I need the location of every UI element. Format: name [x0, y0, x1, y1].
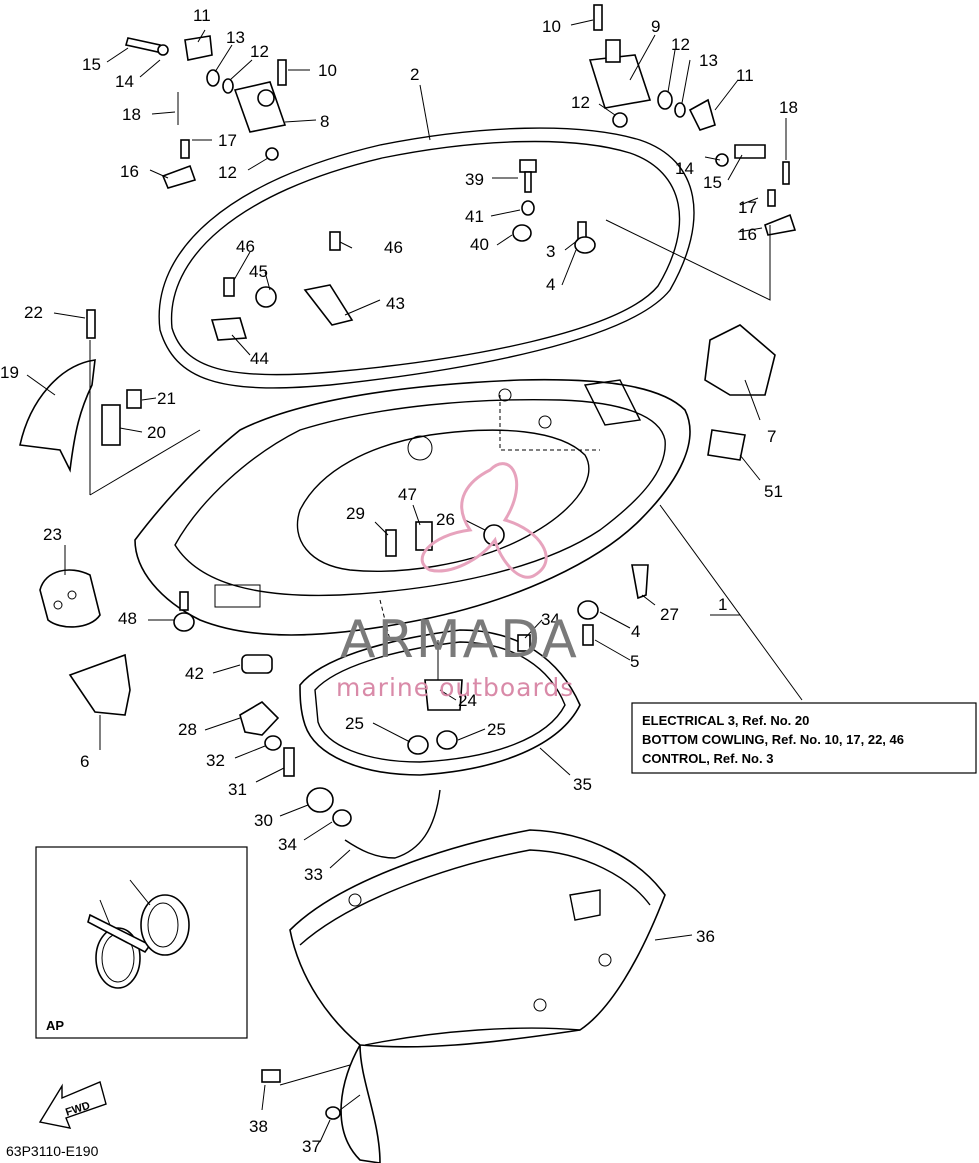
- callout-42: 42: [185, 664, 204, 683]
- callout-18: 18: [122, 105, 141, 124]
- callout-12: 12: [250, 42, 269, 61]
- reference-box: ELECTRICAL 3, Ref. No. 20 BOTTOM COWLING…: [631, 702, 977, 774]
- callout-10: 10: [542, 17, 561, 36]
- callout-4: 4: [631, 622, 640, 641]
- drawing-code: 63P3110-E190: [6, 1143, 99, 1159]
- ap-inset: AP: [35, 846, 248, 1039]
- callout-35: 35: [573, 775, 592, 794]
- callout-34: 34: [541, 610, 560, 629]
- cowling-seal: [158, 127, 695, 389]
- small-parts: [19, 4, 797, 1120]
- watermark-brand: ARMADA: [340, 610, 579, 670]
- callout-47: 47: [398, 485, 417, 504]
- reference-line-1: ELECTRICAL 3, Ref. No. 20: [642, 713, 809, 728]
- callout-15: 15: [82, 55, 101, 74]
- callout-7: 7: [767, 427, 776, 446]
- callout-21: 21: [157, 389, 176, 408]
- callout-12: 12: [671, 35, 690, 54]
- callout-43: 43: [386, 294, 405, 313]
- callout-45: 45: [249, 262, 268, 281]
- callout-24: 24: [458, 691, 477, 710]
- callout-6: 6: [80, 752, 89, 771]
- callout-38: 38: [249, 1117, 268, 1136]
- callout-32: 32: [206, 751, 225, 770]
- callout-23: 23: [43, 525, 62, 544]
- callout-16: 16: [120, 162, 139, 181]
- callout-46: 46: [384, 238, 403, 257]
- callout-10: 10: [318, 61, 337, 80]
- callout-4: 4: [546, 275, 555, 294]
- callout-33: 33: [304, 865, 323, 884]
- callout-17: 17: [738, 198, 757, 217]
- fwd-arrow-icon: FWD: [38, 1081, 107, 1129]
- callout-11: 11: [736, 66, 754, 85]
- callout-37: 37: [302, 1137, 321, 1156]
- reference-line-2: BOTTOM COWLING, Ref. No. 10, 17, 22, 46: [642, 732, 904, 747]
- callout-25: 25: [487, 720, 506, 739]
- callout-17: 17: [218, 131, 237, 150]
- callout-12: 12: [218, 163, 237, 182]
- callout-36: 36: [696, 927, 715, 946]
- callout-13: 13: [699, 51, 718, 70]
- bottom-cowling: [134, 378, 691, 641]
- callout-14: 14: [675, 159, 694, 178]
- callout-34: 34: [278, 835, 297, 854]
- watermark: ARMADA marine outboards: [336, 610, 579, 702]
- callout-44: 44: [250, 349, 269, 368]
- callout-3: 3: [546, 242, 555, 261]
- watermark-tagline: marine outboards: [336, 673, 574, 702]
- callout-8: 8: [320, 112, 329, 131]
- callout-39: 39: [465, 170, 484, 189]
- callout-19: 19: [0, 363, 19, 382]
- callout-12: 12: [571, 93, 590, 112]
- callout-30: 30: [254, 811, 273, 830]
- callout-22: 22: [24, 303, 43, 322]
- callout-27: 27: [660, 605, 679, 624]
- callout-29: 29: [346, 504, 365, 523]
- callout-1: 1: [718, 595, 727, 614]
- callout-51: 51: [764, 482, 783, 501]
- reference-line-3: CONTROL, Ref. No. 3: [642, 751, 773, 766]
- callout-16: 16: [738, 225, 757, 244]
- watermark-propeller: [420, 462, 548, 579]
- callout-14: 14: [115, 72, 134, 91]
- callout-25: 25: [345, 714, 364, 733]
- callout-11: 11: [193, 6, 211, 25]
- callout-20: 20: [147, 423, 166, 442]
- callout-18: 18: [779, 98, 798, 117]
- callout-26: 26: [436, 510, 455, 529]
- callout-5: 5: [630, 652, 639, 671]
- callout-2: 2: [410, 65, 419, 84]
- callout-28: 28: [178, 720, 197, 739]
- callout-46: 46: [236, 237, 255, 256]
- callout-40: 40: [470, 235, 489, 254]
- callout-9: 9: [651, 17, 660, 36]
- callout-31: 31: [228, 780, 247, 799]
- leader-lines: [26, 19, 803, 1143]
- lower-cowling-skirt: [289, 829, 666, 1163]
- callout-48: 48: [118, 609, 137, 628]
- inset-label: AP: [46, 1018, 64, 1033]
- callout-41: 41: [465, 207, 484, 226]
- callout-13: 13: [226, 28, 245, 47]
- callout-15: 15: [703, 173, 722, 192]
